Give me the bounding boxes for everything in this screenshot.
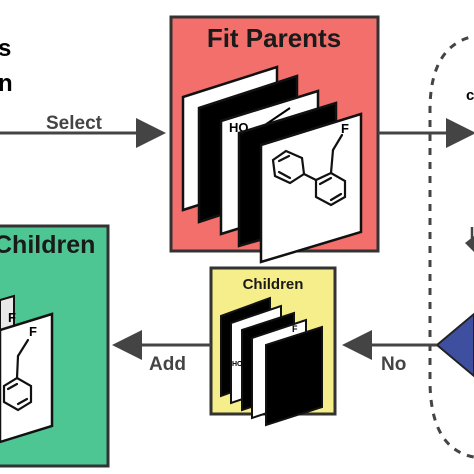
left-title-line1: s — [0, 35, 11, 62]
down-arrow-head-fragment — [465, 236, 474, 252]
children-small-title: Children — [243, 276, 304, 293]
children-large-card-stack: F F — [0, 294, 54, 444]
child-ho-text: HO — [232, 361, 243, 368]
parent-f-text: F — [341, 121, 349, 136]
large-molecule — [2, 338, 33, 412]
large-f-text-1: F — [8, 310, 16, 325]
child-card-5 — [265, 325, 323, 427]
left-title-line2: n — [0, 70, 13, 97]
add-label: Add — [149, 354, 186, 375]
large-f-text-2: F — [29, 324, 37, 339]
right-cut-letter: c — [466, 87, 474, 104]
select-label: Select — [46, 113, 103, 134]
children-card-stack: HO F — [220, 296, 323, 427]
fit-parents-title: Fit Parents — [207, 23, 341, 53]
dashed-loop-border — [428, 34, 474, 459]
biphenyl-fluoride-molecule — [271, 133, 347, 207]
large-card-front — [0, 312, 54, 444]
decision-diamond — [435, 312, 474, 378]
no-label: No — [381, 354, 406, 375]
child-f-text: F — [292, 324, 298, 334]
fit-parents-card-stack: HO F — [181, 65, 363, 264]
children-large-title: Children — [0, 231, 95, 259]
